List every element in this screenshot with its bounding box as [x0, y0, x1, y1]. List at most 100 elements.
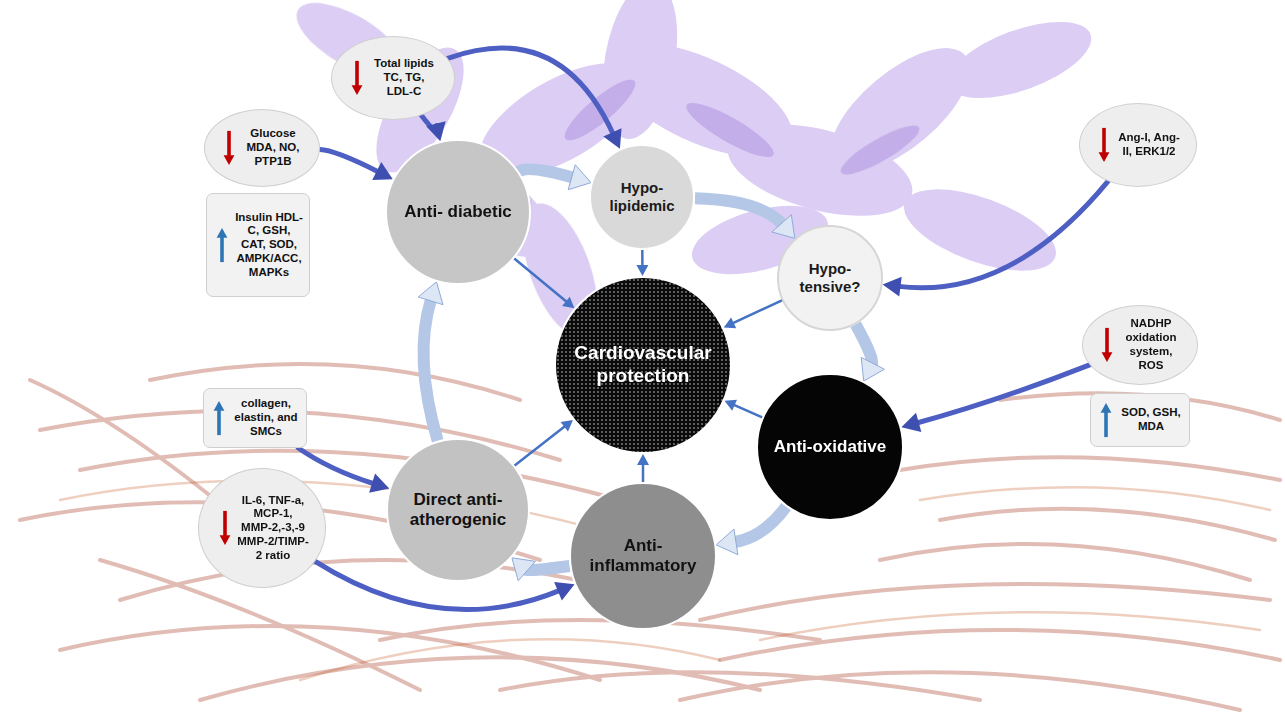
effect-circle: Hypo- tensive?	[777, 225, 883, 331]
cycle-band	[716, 507, 786, 555]
decrease-arrow	[222, 130, 236, 166]
effect-circle: Anti- inflammatory	[569, 482, 717, 630]
arrowhead	[772, 215, 795, 239]
connector-line	[732, 300, 782, 323]
circle-label: Anti- diabetic	[400, 202, 517, 222]
effect-arrow	[448, 48, 622, 149]
spoke-arrow	[514, 259, 574, 309]
text-block: Total lipids TC, TG, LDL-C	[369, 57, 439, 98]
arrowhead	[724, 317, 737, 328]
decrease-arrow	[218, 510, 232, 546]
marker-list: Glucose MDA, NO, PTP1B	[241, 127, 305, 168]
effect-arrow	[320, 150, 393, 180]
marker-callout: Glucose MDA, NO, PTP1B	[204, 109, 320, 187]
marker-list: SOD, GSH, MDA	[1119, 406, 1183, 434]
connector-line	[695, 198, 783, 225]
text-block: Anti- inflammatory	[584, 536, 702, 577]
cycle-band	[856, 324, 885, 381]
cycle-band	[695, 198, 795, 238]
marker-callout: NADHP oxidation system, ROS	[1082, 305, 1198, 385]
connector-line	[515, 425, 566, 465]
marker-callout: SOD, GSH, MDA	[1090, 393, 1190, 447]
arrowhead	[369, 474, 389, 493]
connector-line	[898, 181, 1108, 288]
text-block: Cardiovascular protection	[572, 342, 714, 388]
spoke-arrow	[515, 420, 573, 466]
connector-line	[424, 299, 438, 441]
effect-circle: Anti- diabetic	[385, 139, 531, 285]
connector-line	[733, 404, 762, 417]
text-block: Hypo- lipidemic	[600, 179, 685, 215]
text-block: Anti-oxidative	[771, 437, 889, 457]
effect-circle: Direct anti- atherogenic	[386, 438, 530, 582]
marker-callout: collagen, elastin, and SMCs	[203, 388, 307, 448]
decrease-arrow	[1100, 327, 1114, 363]
connector-line	[514, 259, 567, 303]
arrowhead	[901, 413, 921, 432]
arrowhead	[883, 277, 902, 297]
text-block: SOD, GSH, MDA	[1119, 406, 1183, 434]
increase-arrow	[212, 400, 226, 436]
connector-line	[525, 566, 569, 570]
effect-arrow	[298, 448, 389, 493]
arrowhead	[554, 582, 574, 600]
arrowhead	[637, 454, 649, 465]
effect-arrow	[421, 115, 445, 141]
cycle-band	[519, 165, 591, 190]
marker-list: NADHP oxidation system, ROS	[1119, 317, 1183, 372]
arrowhead	[561, 420, 573, 432]
text-block: Direct anti- atherogenic	[400, 490, 515, 531]
connector-line	[642, 463, 645, 482]
connector-line	[448, 48, 613, 134]
text-block: Hypo- tensive?	[788, 260, 873, 296]
marker-callout: Insulin HDL-C, GSH, CAT, SOD, AMPK/ACC, …	[206, 193, 310, 297]
marker-list: Ang-I, Ang-II, ERK1/2	[1116, 131, 1181, 159]
arrowhead	[372, 162, 393, 180]
arrowhead	[426, 121, 445, 141]
effect-arrow	[901, 365, 1089, 432]
cycle-band	[512, 558, 570, 581]
text-block: Anti- diabetic	[400, 202, 517, 222]
cycle-band	[418, 282, 443, 441]
hub-circle: Cardiovascular protection	[554, 276, 732, 454]
circle-label: Anti- inflammatory	[584, 536, 702, 577]
arrowhead	[568, 165, 591, 190]
connector-line	[917, 365, 1090, 423]
connector-line	[320, 150, 379, 172]
circle-label: Cardiovascular protection	[572, 342, 714, 388]
connector-line	[734, 507, 786, 543]
increase-arrow	[1099, 402, 1113, 438]
connector-line	[519, 169, 574, 177]
arrowhead	[636, 265, 648, 276]
text-block: Insulin HDL-C, GSH, CAT, SOD, AMPK/ACC, …	[235, 211, 303, 280]
arrowhead	[861, 357, 884, 381]
text-block: Glucose MDA, NO, PTP1B	[241, 127, 305, 168]
increase-arrow	[215, 227, 229, 263]
circle-label: Hypo- tensive?	[788, 260, 873, 296]
arrowhead	[603, 128, 621, 149]
marker-list: Insulin HDL-C, GSH, CAT, SOD, AMPK/ACC, …	[235, 211, 303, 280]
circle-label: Hypo- lipidemic	[600, 179, 685, 215]
marker-list: Total lipids TC, TG, LDL-C	[369, 57, 439, 98]
connector-line	[641, 250, 644, 267]
decrease-arrow	[1097, 127, 1111, 163]
spoke-arrow	[725, 400, 763, 418]
text-block: collagen, elastin, and SMCs	[232, 397, 300, 438]
effect-circle: Anti-oxidative	[756, 373, 904, 521]
text-block: IL-6, TNF-a, MCP-1, MMP-2,-3,-9 MMP-2/TI…	[237, 494, 310, 563]
decrease-arrow	[350, 60, 364, 96]
text-block: Ang-I, Ang-II, ERK1/2	[1116, 131, 1181, 159]
arrowhead	[418, 282, 443, 305]
marker-callout: IL-6, TNF-a, MCP-1, MMP-2,-3,-9 MMP-2/TI…	[198, 468, 326, 588]
text-block: NADHP oxidation system, ROS	[1119, 317, 1183, 372]
marker-callout: Total lipids TC, TG, LDL-C	[331, 36, 455, 120]
connector-line	[298, 448, 374, 484]
circle-label: Direct anti- atherogenic	[400, 490, 515, 531]
arrowhead	[562, 297, 574, 309]
marker-list: collagen, elastin, and SMCs	[232, 397, 300, 438]
marker-callout: Ang-I, Ang-II, ERK1/2	[1079, 103, 1197, 187]
spoke-arrow	[637, 454, 649, 482]
effect-circle: Hypo- lipidemic	[589, 144, 695, 250]
spoke-arrow	[724, 300, 782, 328]
effect-arrow	[883, 181, 1108, 296]
